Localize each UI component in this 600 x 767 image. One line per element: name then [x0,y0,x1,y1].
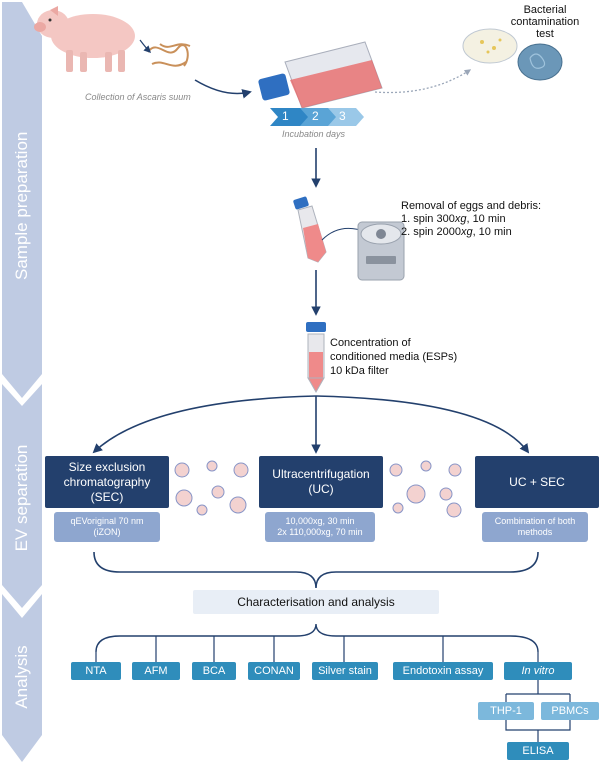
removal-title: Removal of eggs and debris: [401,200,542,212]
analysis-connectors [95,636,539,662]
bacterial-line-2: contamination [510,16,580,28]
ucsec-method-box: UC + SEC [475,456,599,508]
analysis-item-endotoxin-assay: Endotoxin assay [393,662,493,680]
analysis-item-in-vitro: In vitro [504,662,572,680]
sec-method-title: Size exclusion chromatography (SEC) [63,459,151,504]
ev-particles-right [389,460,462,518]
culture-flask-illustration [258,41,383,109]
uc-method-title-line-2: (UC) [308,482,334,496]
analysis-item-nta: NTA [71,662,121,680]
arrow-pig-to-worms [139,39,152,54]
day-2-label: 2 [312,109,319,123]
falcon-tube-illustration [293,196,327,263]
concentration-text: Concentration of conditioned media (ESPs… [330,336,457,378]
worms-illustration [147,43,191,67]
ucsec-detail-line-1: Combination of both [494,516,576,526]
sec-method-box: Size exclusion chromatography (SEC) [45,456,169,508]
bacterial-line-1: Bacterial [523,4,567,16]
analysis-item-silver-stain: Silver stain [312,662,378,680]
uc-detail-box: 10,000xg, 30 min 2x 110,000xg, 70 min [265,512,375,542]
sidebar-analysis [2,594,42,762]
day-3-label: 3 [339,109,346,123]
ucsec-detail-box: Combination of both methods [482,512,588,542]
petri-dishes-illustration [462,28,563,81]
sidebar [2,2,42,762]
collection-caption: Collection of Ascaris suum [85,92,191,102]
concentration-line-3: 10 kDa filter [330,365,389,377]
analysis-item-conan: CONAN [248,662,300,680]
methods-brace [93,551,539,589]
arrow-to-sec [92,395,317,454]
sub-item-pbmcs: PBMCs [541,702,599,720]
analysis-item-afm: AFM [132,662,180,680]
arrow-to-contamination-test [374,69,472,94]
removal-step-1: 1. spin 300xg, 10 min [401,213,506,225]
ucsec-method-title: UC + SEC [509,474,565,489]
uc-method-title-line-1: Ultracentrifugation [272,467,370,481]
sec-detail-box: qEVoriginal 70 nm (iZON) [54,512,160,542]
concentrator-tube-illustration [306,322,326,394]
pig-illustration [34,6,135,72]
concentration-line-1: Concentration of [330,337,411,349]
section-label-analysis: Analysis [12,645,31,709]
removal-step-2: 2. spin 2000xg, 10 min [401,226,512,238]
bacterial-contamination-label: Bacterial contamination test [495,4,595,40]
uc-detail-line-2: 2x 110,000xg, 70 min [277,527,363,537]
in-vitro-connectors [505,680,571,742]
bacterial-line-3: test [536,28,554,40]
section-label-ev-separation: EV separation [12,444,31,552]
arrow-to-ucsec [315,395,530,454]
day-3-chevron [328,108,364,126]
analysis-item-bca: BCA [192,662,236,680]
day-1-label: 1 [282,109,289,123]
ucsec-detail-line-2: methods [517,527,553,537]
characterisation-header: Characterisation and analysis [193,590,439,614]
arrow-to-flask [194,79,252,99]
sidebar-ev-separation [2,384,42,608]
incubation-days [270,108,364,126]
removal-text: Removal of eggs and debris: 1. spin 300x… [401,200,541,239]
uc-detail-line-1: 10,000xg, 30 min [285,516,355,526]
sub-item-thp-1: THP-1 [478,702,534,720]
centrifuge-illustration [357,221,405,281]
section-label-sample-preparation: Sample preparation [12,131,31,280]
incubation-caption: Incubation days [282,129,346,139]
uc-method-box: Ultracentrifugation (UC) [259,456,383,508]
day-2-chevron [300,108,338,126]
day-1-chevron [270,108,310,126]
sub-item-elisa: ELISA [507,742,569,760]
ev-particles-left [174,460,249,516]
concentration-line-2: conditioned media (ESPs) [330,351,458,363]
sec-detail-line-1: qEVoriginal 70 nm [70,516,144,526]
sec-detail-line-2: (iZON) [93,527,121,537]
analysis-brace [95,623,539,653]
sidebar-sample-preparation [2,2,42,398]
